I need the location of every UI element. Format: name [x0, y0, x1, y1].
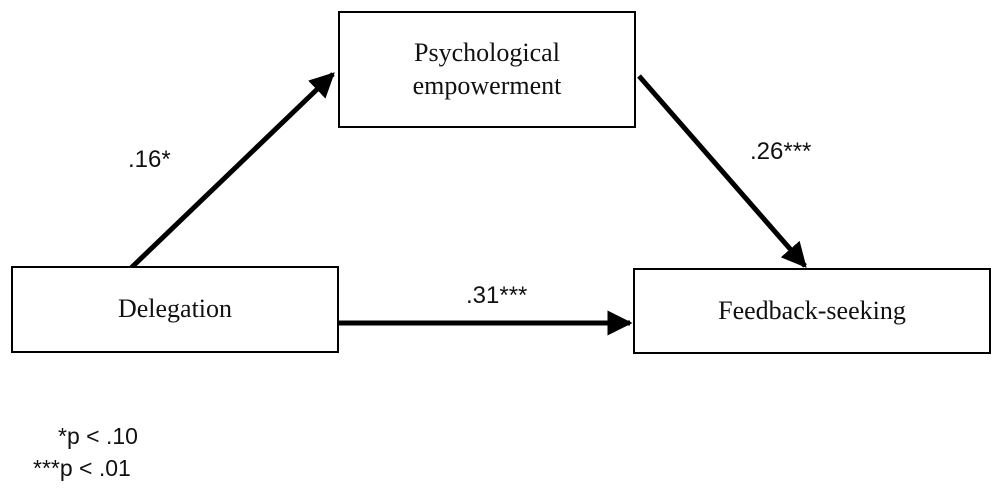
mediator-label-line2: empowerment [412, 70, 562, 100]
path-a-coefficient: .16* [128, 146, 171, 173]
outcome-label: Feedback-seeking [718, 295, 906, 325]
path-a-arrow [129, 72, 335, 270]
mediator-box: Psychological empowerment [338, 11, 636, 128]
significance-note-1: *p < .10 [58, 423, 138, 449]
outcome-box: Feedback-seeking [633, 268, 991, 354]
significance-note-2: ***p < .01 [33, 455, 131, 481]
path-b-arrow [637, 74, 807, 268]
mediator-label: Psychological empowerment [413, 37, 562, 102]
path-c-coefficient: .31*** [466, 282, 528, 309]
path-b-coefficient: .26*** [750, 138, 812, 165]
predictor-label: Delegation [117, 294, 233, 324]
mediator-label-line1: Psychological [414, 38, 560, 67]
predictor-box: Delegation [11, 266, 339, 353]
